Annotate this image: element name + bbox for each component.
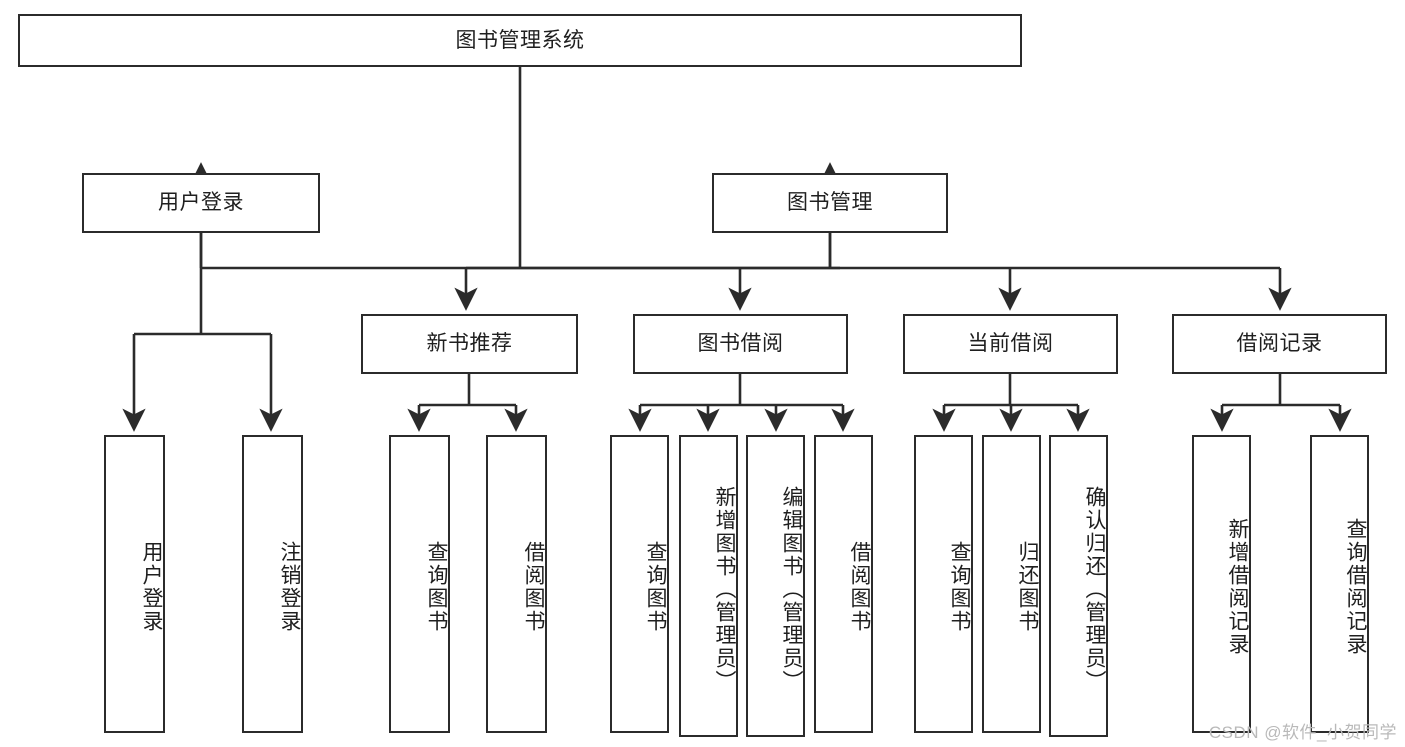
watermark: CSDN @软件_小贺同学 <box>1208 723 1397 742</box>
edge-group-user-login <box>122 233 283 432</box>
leaf-user-logout-label: 注销登录 <box>278 541 301 633</box>
node-root[interactable]: 图书管理系统 <box>18 14 1022 67</box>
leaf-borrow-book-rec-label: 借阅图书 <box>522 541 545 633</box>
leaf-return-book[interactable]: 归还图书 <box>982 435 1041 733</box>
leaf-user-login-label: 用户登录 <box>140 541 163 633</box>
node-book-management-label: 图书管理 <box>787 191 873 215</box>
leaf-add-borrow-record-label: 新增借阅记录 <box>1226 518 1249 656</box>
leaf-edit-book-admin[interactable]: 编辑图书（管理员） <box>746 435 805 737</box>
node-user-login[interactable]: 用户登录 <box>82 173 320 233</box>
node-current-borrow[interactable]: 当前借阅 <box>903 314 1118 374</box>
node-book-borrow[interactable]: 图书借阅 <box>633 314 848 374</box>
node-new-book-recommend-label: 新书推荐 <box>426 332 513 356</box>
leaf-return-book-label: 归还图书 <box>1016 541 1039 633</box>
node-root-label: 图书管理系统 <box>455 28 585 52</box>
node-book-borrow-label: 图书借阅 <box>697 332 784 356</box>
leaf-query-book-current[interactable]: 查询图书 <box>914 435 973 733</box>
leaf-query-book-borrow-label: 查询图书 <box>644 541 667 633</box>
leaf-query-book-rec[interactable]: 查询图书 <box>389 435 450 733</box>
leaf-user-login[interactable]: 用户登录 <box>104 435 165 733</box>
leaf-confirm-return-admin-label: 确认归还（管理员） <box>1083 485 1106 693</box>
leaf-query-book-rec-label: 查询图书 <box>425 541 448 633</box>
leaf-user-logout[interactable]: 注销登录 <box>242 435 303 733</box>
leaf-query-borrow-record-label: 查询借阅记录 <box>1344 518 1367 656</box>
leaf-add-book-admin[interactable]: 新增图书（管理员） <box>679 435 738 737</box>
node-current-borrow-label: 当前借阅 <box>967 332 1054 356</box>
leaf-add-book-admin-label: 新增图书（管理员） <box>713 485 736 693</box>
leaf-borrow-book-rec[interactable]: 借阅图书 <box>486 435 547 733</box>
edge-group-new-book-rec <box>407 374 528 432</box>
leaf-confirm-return-admin[interactable]: 确认归还（管理员） <box>1049 435 1108 737</box>
edge-group-book-mgmt <box>454 233 1292 311</box>
leaf-add-borrow-record[interactable]: 新增借阅记录 <box>1192 435 1251 733</box>
edge-group-current-borrow <box>932 374 1090 432</box>
leaf-borrow-book-label: 借阅图书 <box>848 541 871 633</box>
leaf-query-book-current-label: 查询图书 <box>948 541 971 633</box>
node-book-management[interactable]: 图书管理 <box>712 173 948 233</box>
leaf-edit-book-admin-label: 编辑图书（管理员） <box>780 485 803 693</box>
edge-group-borrow-record <box>1210 374 1352 432</box>
edge-group-root <box>189 67 842 270</box>
node-new-book-recommend[interactable]: 新书推荐 <box>361 314 578 374</box>
node-borrow-record-label: 借阅记录 <box>1236 332 1323 356</box>
leaf-borrow-book[interactable]: 借阅图书 <box>814 435 873 733</box>
node-user-login-label: 用户登录 <box>158 191 244 215</box>
leaf-query-borrow-record[interactable]: 查询借阅记录 <box>1310 435 1369 733</box>
node-borrow-record[interactable]: 借阅记录 <box>1172 314 1387 374</box>
leaf-query-book-borrow[interactable]: 查询图书 <box>610 435 669 733</box>
edge-group-book-borrow <box>628 374 855 432</box>
